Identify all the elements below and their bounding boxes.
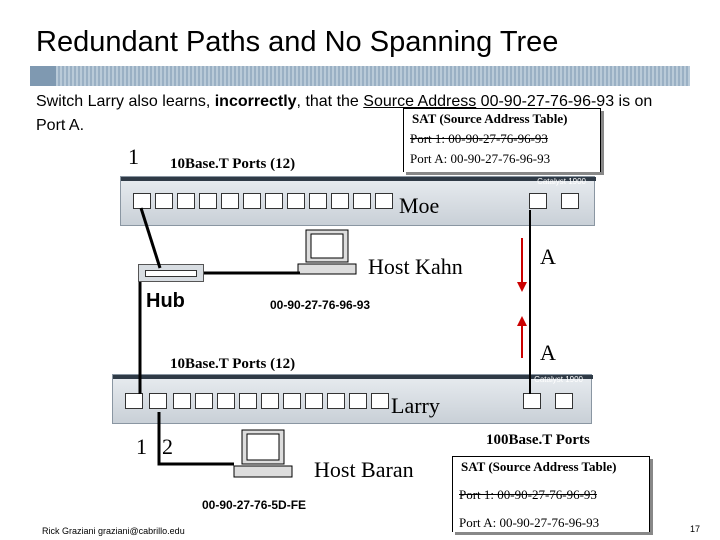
moe-port-2 <box>155 193 173 209</box>
moe-port-12 <box>375 193 393 209</box>
title-underline-bar <box>30 66 690 86</box>
desc-mid: , that the <box>296 93 364 110</box>
larry-uplink-label: 100Base.T Ports <box>486 432 590 448</box>
host-baran-mac: 00-90-27-76-5D-FE <box>202 498 307 512</box>
arrow-down-icon <box>517 282 527 292</box>
larry-sat-row-port1: Port 1: 00-90-27-76-96-93 <box>459 487 597 502</box>
larry-sat-title: SAT (Source Address Table) <box>461 459 617 474</box>
slide-title: Redundant Paths and No Spanning Tree <box>36 26 559 58</box>
moe-port1-number: 1 <box>128 144 139 169</box>
moe-port-3 <box>177 193 195 209</box>
host-baran-name: Host Baran <box>314 457 414 482</box>
hub-label: Hub <box>146 290 185 312</box>
larry-port-3 <box>173 393 191 409</box>
moe-switch: Catalyst 1900 Moe <box>120 176 596 226</box>
moe-sat-row-porta: Port A: 00-90-27-76-96-93 <box>410 151 551 166</box>
host-kahn-mac: 00-90-27-76-96-93 <box>270 298 371 312</box>
moe-name: Moe <box>399 193 440 218</box>
moe-sat-title: SAT (Source Address Table) <box>412 111 568 126</box>
title-bar-accent <box>30 66 56 86</box>
moe-ports-label: 10Base.T Ports (12) <box>170 156 296 172</box>
larry-port-7 <box>261 393 279 409</box>
larry-port2-number: 2 <box>162 434 173 459</box>
host-kahn-computer-icon <box>297 229 357 275</box>
larry-brand: Catalyst 1900 <box>534 375 583 384</box>
moe-switch-strip <box>121 177 596 181</box>
larry-port-12 <box>371 393 389 409</box>
desc-underline: Source Address <box>363 93 477 110</box>
larry-port-4 <box>195 393 213 409</box>
moe-sat-table: SAT (Source Address Table) Port 1: 00-90… <box>403 108 601 172</box>
link-top-port-label: A <box>540 244 556 269</box>
link-arrows <box>517 238 527 358</box>
moe-port-6 <box>243 193 261 209</box>
link-bottom-port-label: A <box>540 340 556 365</box>
larry-sat-table: SAT (Source Address Table) Port 1: 00-90… <box>452 456 650 532</box>
slide-description: Switch Larry also learns, incorrectly, t… <box>36 90 676 138</box>
moe-sat-row-port1: Port 1: 00-90-27-76-96-93 <box>410 131 548 146</box>
larry-port-2 <box>149 393 167 409</box>
moe-brand: Catalyst 1900 <box>537 177 586 186</box>
moe-port-4 <box>199 193 217 209</box>
host-baran-computer-icon <box>233 429 293 478</box>
larry-port-11 <box>349 393 367 409</box>
host-kahn-name: Host Kahn <box>368 254 463 279</box>
larry-switch: Catalyst 1900 Larry <box>112 374 593 424</box>
moe-port-8 <box>287 193 305 209</box>
larry-port-8 <box>283 393 301 409</box>
footer-author: Rick Graziani graziani@cabrillo.edu <box>42 526 185 536</box>
moe-port-5 <box>221 193 239 209</box>
larry-name: Larry <box>391 393 440 418</box>
hub-port-strip <box>145 270 197 277</box>
larry-uplink-a <box>523 393 541 409</box>
larry-port-10 <box>327 393 345 409</box>
moe-port-1 <box>133 193 151 209</box>
moe-uplink-b <box>561 193 579 209</box>
larry-sat-row-porta: Port A: 00-90-27-76-96-93 <box>459 515 600 530</box>
moe-port-10 <box>331 193 349 209</box>
larry-port-6 <box>239 393 257 409</box>
arrow-up-icon <box>517 316 527 326</box>
desc-prefix: Switch Larry also learns, <box>36 93 215 110</box>
moe-uplink-a <box>529 193 547 209</box>
larry-port-9 <box>305 393 323 409</box>
moe-port-7 <box>265 193 283 209</box>
larry-port-5 <box>217 393 235 409</box>
larry-switch-strip <box>113 375 593 379</box>
desc-bold: incorrectly <box>214 93 297 110</box>
larry-uplink-b <box>555 393 573 409</box>
larry-port1-number: 1 <box>136 434 147 459</box>
moe-port-11 <box>353 193 371 209</box>
hub <box>138 264 204 282</box>
larry-ports-label: 10Base.T Ports (12) <box>170 356 296 372</box>
page-number: 17 <box>690 524 701 534</box>
moe-port-9 <box>309 193 327 209</box>
larry-port-1 <box>125 393 143 409</box>
desc-suffix: 00-90-27-76-96-93 is on Port A. <box>36 93 653 134</box>
